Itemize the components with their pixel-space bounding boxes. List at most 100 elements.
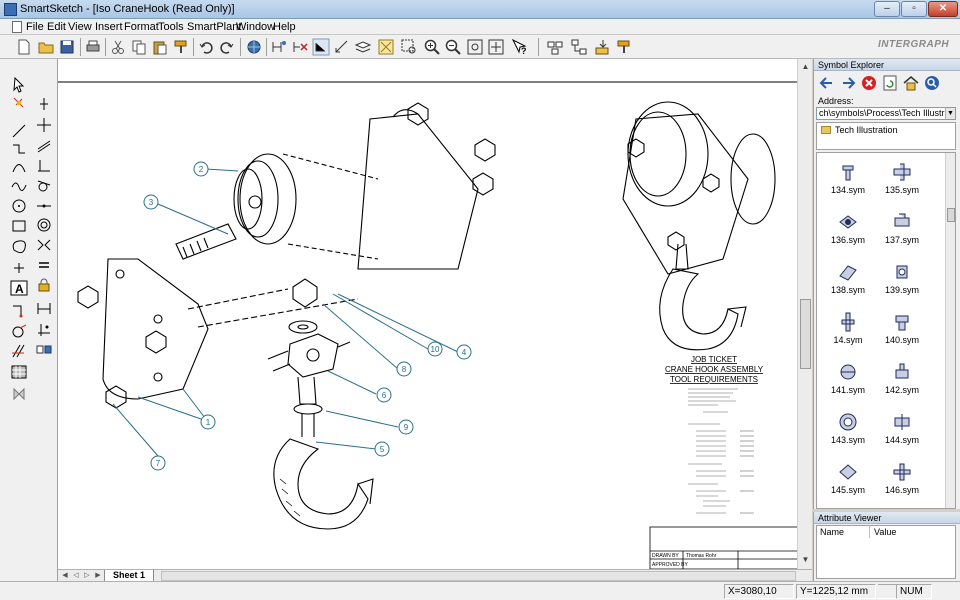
redo-icon[interactable] — [218, 38, 236, 56]
polyline-icon[interactable] — [10, 141, 28, 157]
select-spark-icon[interactable] — [10, 96, 28, 112]
menu-insert[interactable]: Insert — [95, 21, 123, 33]
coordinate-dim-icon[interactable] — [35, 321, 53, 337]
globe-icon[interactable] — [245, 38, 263, 56]
lock-icon[interactable] — [35, 277, 53, 293]
dimension-icon[interactable] — [333, 38, 351, 56]
concentric-icon[interactable] — [35, 217, 53, 233]
menu-file[interactable]: File — [26, 21, 44, 33]
line-icon[interactable] — [10, 123, 28, 139]
scroll-up-icon[interactable]: ▲ — [801, 62, 810, 71]
open-icon[interactable] — [37, 38, 55, 56]
search-globe-icon[interactable] — [923, 74, 941, 92]
dim-between-icon[interactable] — [35, 300, 53, 316]
symbol-scroll-thumb[interactable] — [947, 208, 955, 222]
relationship-icon[interactable] — [35, 342, 53, 358]
symbol-item[interactable]: 143.sym — [823, 408, 873, 454]
menu-window[interactable]: Window — [236, 21, 276, 33]
maximize-button[interactable]: ▫ — [901, 1, 927, 17]
menu-smartplant[interactable]: SmartPlant — [187, 21, 242, 33]
home-icon[interactable] — [902, 74, 920, 92]
symbol-item[interactable]: 142.sym — [877, 358, 927, 404]
menu-view[interactable]: View — [68, 21, 92, 33]
folder-tech-illustration[interactable]: Tech Illustration — [835, 125, 898, 135]
symbol-item[interactable]: 134.sym — [823, 158, 873, 204]
arc-icon[interactable] — [10, 159, 28, 175]
parallel-icon[interactable] — [35, 137, 53, 153]
symbol-item[interactable]: 145.sym — [823, 458, 873, 504]
new-icon[interactable] — [15, 38, 33, 56]
scroll-thumb[interactable] — [800, 299, 811, 369]
symmetry-icon[interactable] — [35, 237, 53, 253]
point-icon[interactable] — [10, 260, 28, 276]
attr-col-value[interactable]: Value — [874, 527, 897, 537]
paste-icon[interactable] — [151, 38, 169, 56]
connect-icon[interactable] — [270, 38, 288, 56]
format-painter-icon[interactable] — [172, 38, 190, 56]
menu-tools[interactable]: Tools — [158, 21, 184, 33]
brush-icon[interactable] — [615, 38, 633, 56]
zoom-area-icon[interactable] — [400, 38, 418, 56]
close-button[interactable]: ✕ — [928, 1, 958, 17]
place-icon[interactable] — [594, 38, 612, 56]
menu-format[interactable]: Format — [124, 21, 159, 33]
fill-pattern-icon[interactable] — [10, 364, 28, 380]
back-arrow-icon[interactable] — [818, 74, 836, 92]
tangent-icon[interactable] — [35, 177, 53, 193]
align-icon[interactable] — [312, 38, 330, 56]
symbol-item[interactable]: 146.sym — [877, 458, 927, 504]
forward-arrow-icon[interactable] — [839, 74, 857, 92]
symbol-item[interactable]: 140.sym — [877, 308, 927, 354]
chevron-down-icon[interactable]: ▼ — [945, 108, 955, 119]
text-tool-icon[interactable]: A — [10, 280, 28, 296]
circle-center-icon[interactable] — [10, 198, 28, 214]
symbol-item[interactable]: 139.sym — [877, 258, 927, 304]
zoom-out-icon[interactable] — [444, 38, 462, 56]
delete-connection-icon[interactable] — [291, 38, 309, 56]
symbol-item[interactable]: 144.sym — [877, 408, 927, 454]
perpendicular-icon[interactable] — [35, 157, 53, 173]
vertical-dim-icon[interactable] — [35, 96, 53, 112]
symbol-scrollbar[interactable] — [945, 153, 955, 508]
rectangle-icon[interactable] — [10, 218, 28, 234]
save-icon[interactable] — [58, 38, 76, 56]
symbol-item[interactable]: 136.sym — [823, 208, 873, 254]
equal-icon[interactable] — [35, 257, 53, 273]
canvas-horizontal-scrollbar[interactable] — [161, 571, 796, 581]
prev-sheet-icon[interactable]: ◁ — [73, 572, 79, 579]
pan-icon[interactable] — [487, 38, 505, 56]
menu-edit[interactable]: Edit — [47, 21, 66, 33]
symbol-item[interactable]: 137.sym — [877, 208, 927, 254]
minimize-button[interactable]: – — [874, 1, 900, 17]
print-icon[interactable] — [84, 38, 102, 56]
attr-col-name[interactable]: Name — [820, 527, 845, 537]
zoom-in-icon[interactable] — [423, 38, 441, 56]
mirror-icon[interactable] — [10, 386, 28, 402]
help-pointer-icon[interactable]: ? — [510, 38, 528, 56]
scroll-down-icon[interactable]: ▼ — [801, 555, 810, 564]
next-sheet-icon[interactable]: ▷ — [84, 572, 90, 579]
hatch-line-icon[interactable] — [10, 343, 28, 359]
layers-icon[interactable] — [354, 38, 372, 56]
cross-dim-icon[interactable] — [35, 117, 53, 133]
horizontal-icon[interactable] — [35, 198, 53, 214]
symbol-grid-icon[interactable] — [546, 38, 564, 56]
drawing-canvas[interactable]: 2 3 1 7 5 6 8 9 10 4 JOB TICKET CRANE HO… — [58, 59, 812, 569]
trim-icon[interactable] — [10, 303, 28, 319]
cut-icon[interactable] — [109, 38, 127, 56]
canvas-vertical-scrollbar[interactable]: ▲ ▼ — [797, 59, 812, 569]
fit-icon[interactable] — [466, 38, 484, 56]
refresh-icon[interactable] — [881, 74, 899, 92]
symbol-item[interactable]: 14.sym — [823, 308, 873, 354]
stop-icon[interactable] — [860, 74, 878, 92]
last-sheet-icon[interactable]: ▶ — [95, 572, 101, 579]
symbol-item[interactable]: 138.sym — [823, 258, 873, 304]
select-arrow-icon[interactable] — [10, 77, 28, 93]
freeform-shape-icon[interactable] — [10, 238, 28, 254]
curve-icon[interactable] — [10, 177, 28, 193]
symbol-item[interactable]: 135.sym — [877, 158, 927, 204]
frame-icon[interactable] — [377, 38, 395, 56]
menu-help[interactable]: Help — [273, 21, 296, 33]
symbol-tree-icon[interactable] — [570, 38, 588, 56]
fillet-icon[interactable] — [10, 323, 28, 339]
